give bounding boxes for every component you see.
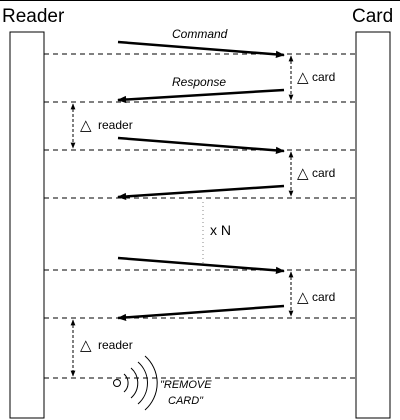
delta-card-label-3: card (312, 290, 335, 304)
delta-icon: △ (297, 288, 309, 306)
remove-card-line2: CARD" (168, 395, 204, 407)
reader-title: Reader (2, 6, 65, 27)
delta-reader-label-2: reader (98, 338, 133, 352)
delta-card-label-2: card (312, 166, 335, 180)
response-arrow (117, 88, 285, 104)
remove-card-line1: "REMOVE (160, 379, 212, 391)
command-arrow (117, 40, 285, 58)
response-arrow-3 (117, 304, 285, 322)
response-arrow-2 (117, 184, 285, 201)
delta-icon: △ (297, 68, 309, 86)
repeat-label: x N (210, 222, 231, 238)
card-lifeline (355, 31, 391, 419)
delta-card-label: card (312, 70, 335, 84)
delta-icon: △ (297, 164, 309, 182)
delta-reader-label: reader (98, 118, 133, 132)
command-label: Command (172, 27, 228, 41)
card-title: Card (352, 6, 393, 27)
reader-lifeline (9, 31, 45, 419)
command-arrow-2 (117, 136, 285, 154)
time-guides (44, 53, 356, 379)
delta-icon: △ (80, 116, 92, 134)
delta-icon: △ (80, 336, 92, 354)
response-label: Response (172, 75, 226, 89)
signal-icon (113, 355, 158, 411)
command-arrow-3 (117, 256, 285, 274)
